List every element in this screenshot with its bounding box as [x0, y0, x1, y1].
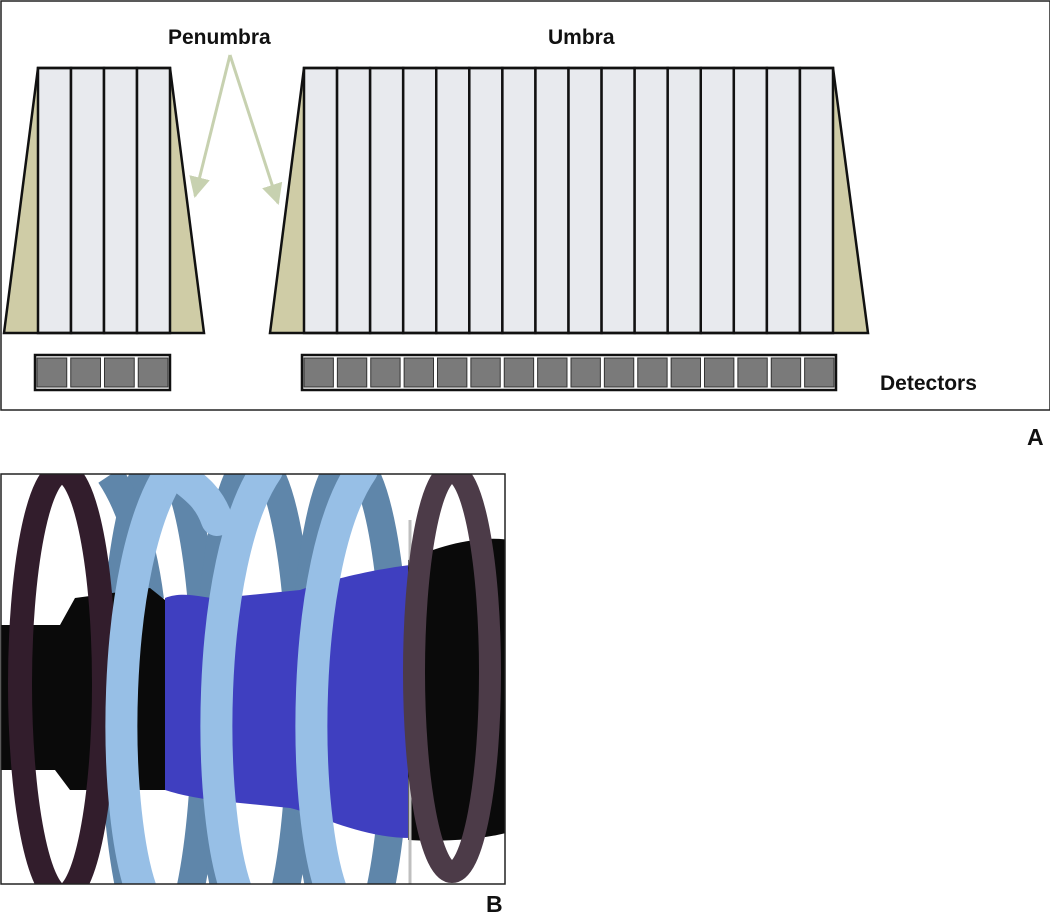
panel-b-frame	[0, 473, 506, 885]
detector-cell	[603, 357, 635, 388]
penumbra-arrow-right	[228, 54, 283, 205]
panel-a: Penumbra Umbra Detectors	[0, 0, 1050, 411]
detector-cell	[537, 357, 568, 388]
beam-slice	[534, 66, 570, 335]
detector-cell	[437, 357, 468, 388]
detector-cell	[704, 357, 735, 388]
wide-detector-row	[300, 353, 838, 392]
beam-slice	[633, 66, 669, 335]
detector-cell	[570, 357, 601, 388]
detector-cell	[303, 357, 334, 388]
beam-slice	[335, 66, 372, 335]
beam-slice	[666, 66, 702, 335]
beam-slice	[302, 66, 339, 335]
detector-cell	[104, 357, 135, 388]
beam-slice	[435, 66, 471, 335]
beam-slice	[600, 66, 636, 335]
detector-cell	[770, 357, 802, 388]
beam-slice	[567, 66, 603, 335]
panel-b	[0, 473, 506, 885]
ring-dark-right	[403, 474, 501, 883]
detector-cell	[670, 357, 701, 388]
detector-cell	[737, 357, 768, 388]
detector-cell	[36, 357, 68, 388]
narrow-detector-row	[33, 353, 172, 392]
detector-cell	[637, 357, 668, 388]
wide-beam	[268, 66, 870, 335]
detector-cell	[503, 357, 535, 388]
helix-illustration	[1, 474, 505, 884]
wide-beam-outline	[268, 66, 870, 335]
detector-cell	[804, 357, 835, 388]
beam-slice	[468, 66, 504, 335]
narrow-beam	[2, 66, 206, 335]
detectors-label: Detectors	[880, 372, 977, 395]
beam-slice	[36, 66, 73, 335]
beam-slice	[699, 66, 736, 335]
umbra-label: Umbra	[548, 26, 615, 49]
detector-cell	[70, 357, 101, 388]
beam-slice	[798, 66, 835, 335]
narrow-beam-slices	[36, 66, 172, 335]
detector-cell	[470, 357, 501, 388]
wide-beam-slices	[302, 66, 835, 335]
ring-dark-left	[8, 474, 116, 884]
panel-b-letter: B	[486, 891, 503, 915]
panel-a-letter: A	[1027, 424, 1044, 450]
detector-cell	[370, 357, 401, 388]
beam-slice	[135, 66, 172, 335]
beam-slice	[732, 66, 769, 335]
beam-slice	[69, 66, 106, 335]
detector-cell	[403, 357, 434, 388]
beam-slice	[501, 66, 537, 335]
beam-slice	[368, 66, 405, 335]
penumbra-label: Penumbra	[168, 26, 271, 49]
beam-slice	[102, 66, 139, 335]
detector-cell	[336, 357, 368, 388]
beam-slice	[765, 66, 802, 335]
helix-front-turns	[105, 474, 378, 884]
penumbra-arrow-left	[189, 54, 232, 199]
detector-cell	[137, 357, 169, 388]
beam-slice	[401, 66, 438, 335]
narrow-beam-outline	[2, 66, 206, 335]
